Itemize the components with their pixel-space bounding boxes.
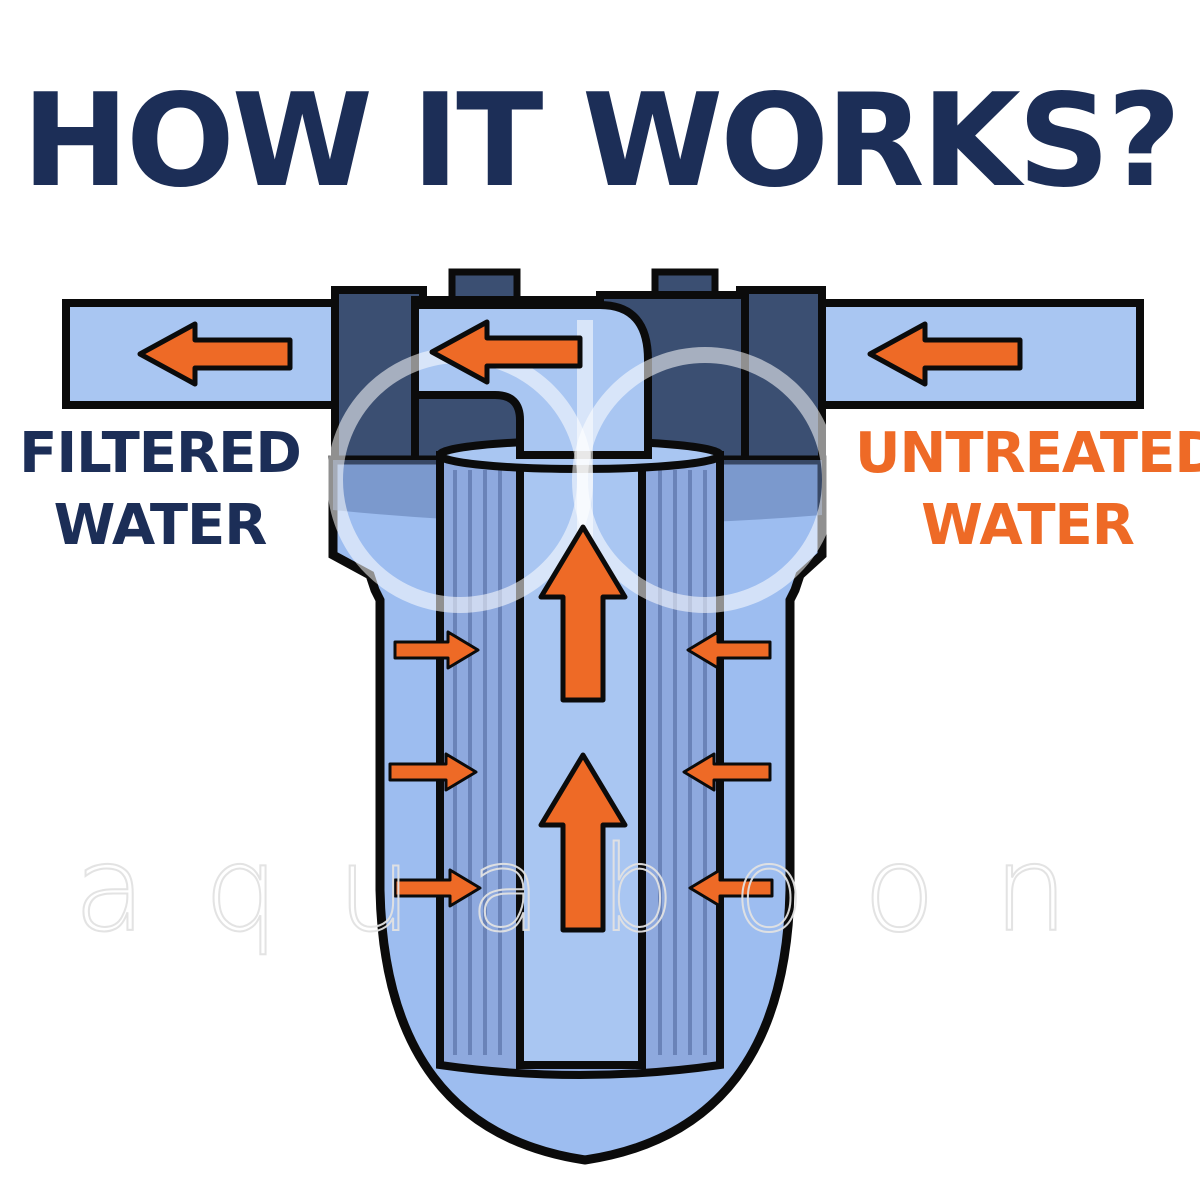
inward-arrow-left-2 <box>388 752 478 792</box>
filtered-label-line2: WATER <box>53 493 268 558</box>
inward-arrow-right-2 <box>682 752 772 792</box>
inward-arrow-left-3 <box>393 868 482 908</box>
inward-arrow-left-1 <box>393 630 480 670</box>
core-arrow-lower <box>538 752 628 933</box>
inlet-arrow <box>867 321 1023 387</box>
outlet-pipe-arrow <box>137 321 293 387</box>
untreated-water-label: UNTREATED WATER <box>855 418 1200 562</box>
flow-arrows <box>137 319 1023 933</box>
filtered-label-line1: FILTERED <box>19 421 302 486</box>
core-arrow-upper <box>538 524 628 703</box>
outlet-head-arrow <box>429 319 583 385</box>
untreated-label-line1: UNTREATED <box>855 421 1200 486</box>
inward-arrow-right-1 <box>686 630 772 670</box>
inward-arrow-right-3 <box>688 868 774 908</box>
filtered-water-label: FILTERED WATER <box>0 418 320 562</box>
page-title: HOW IT WORKS? <box>21 67 1181 216</box>
untreated-label-line2: WATER <box>921 493 1135 558</box>
